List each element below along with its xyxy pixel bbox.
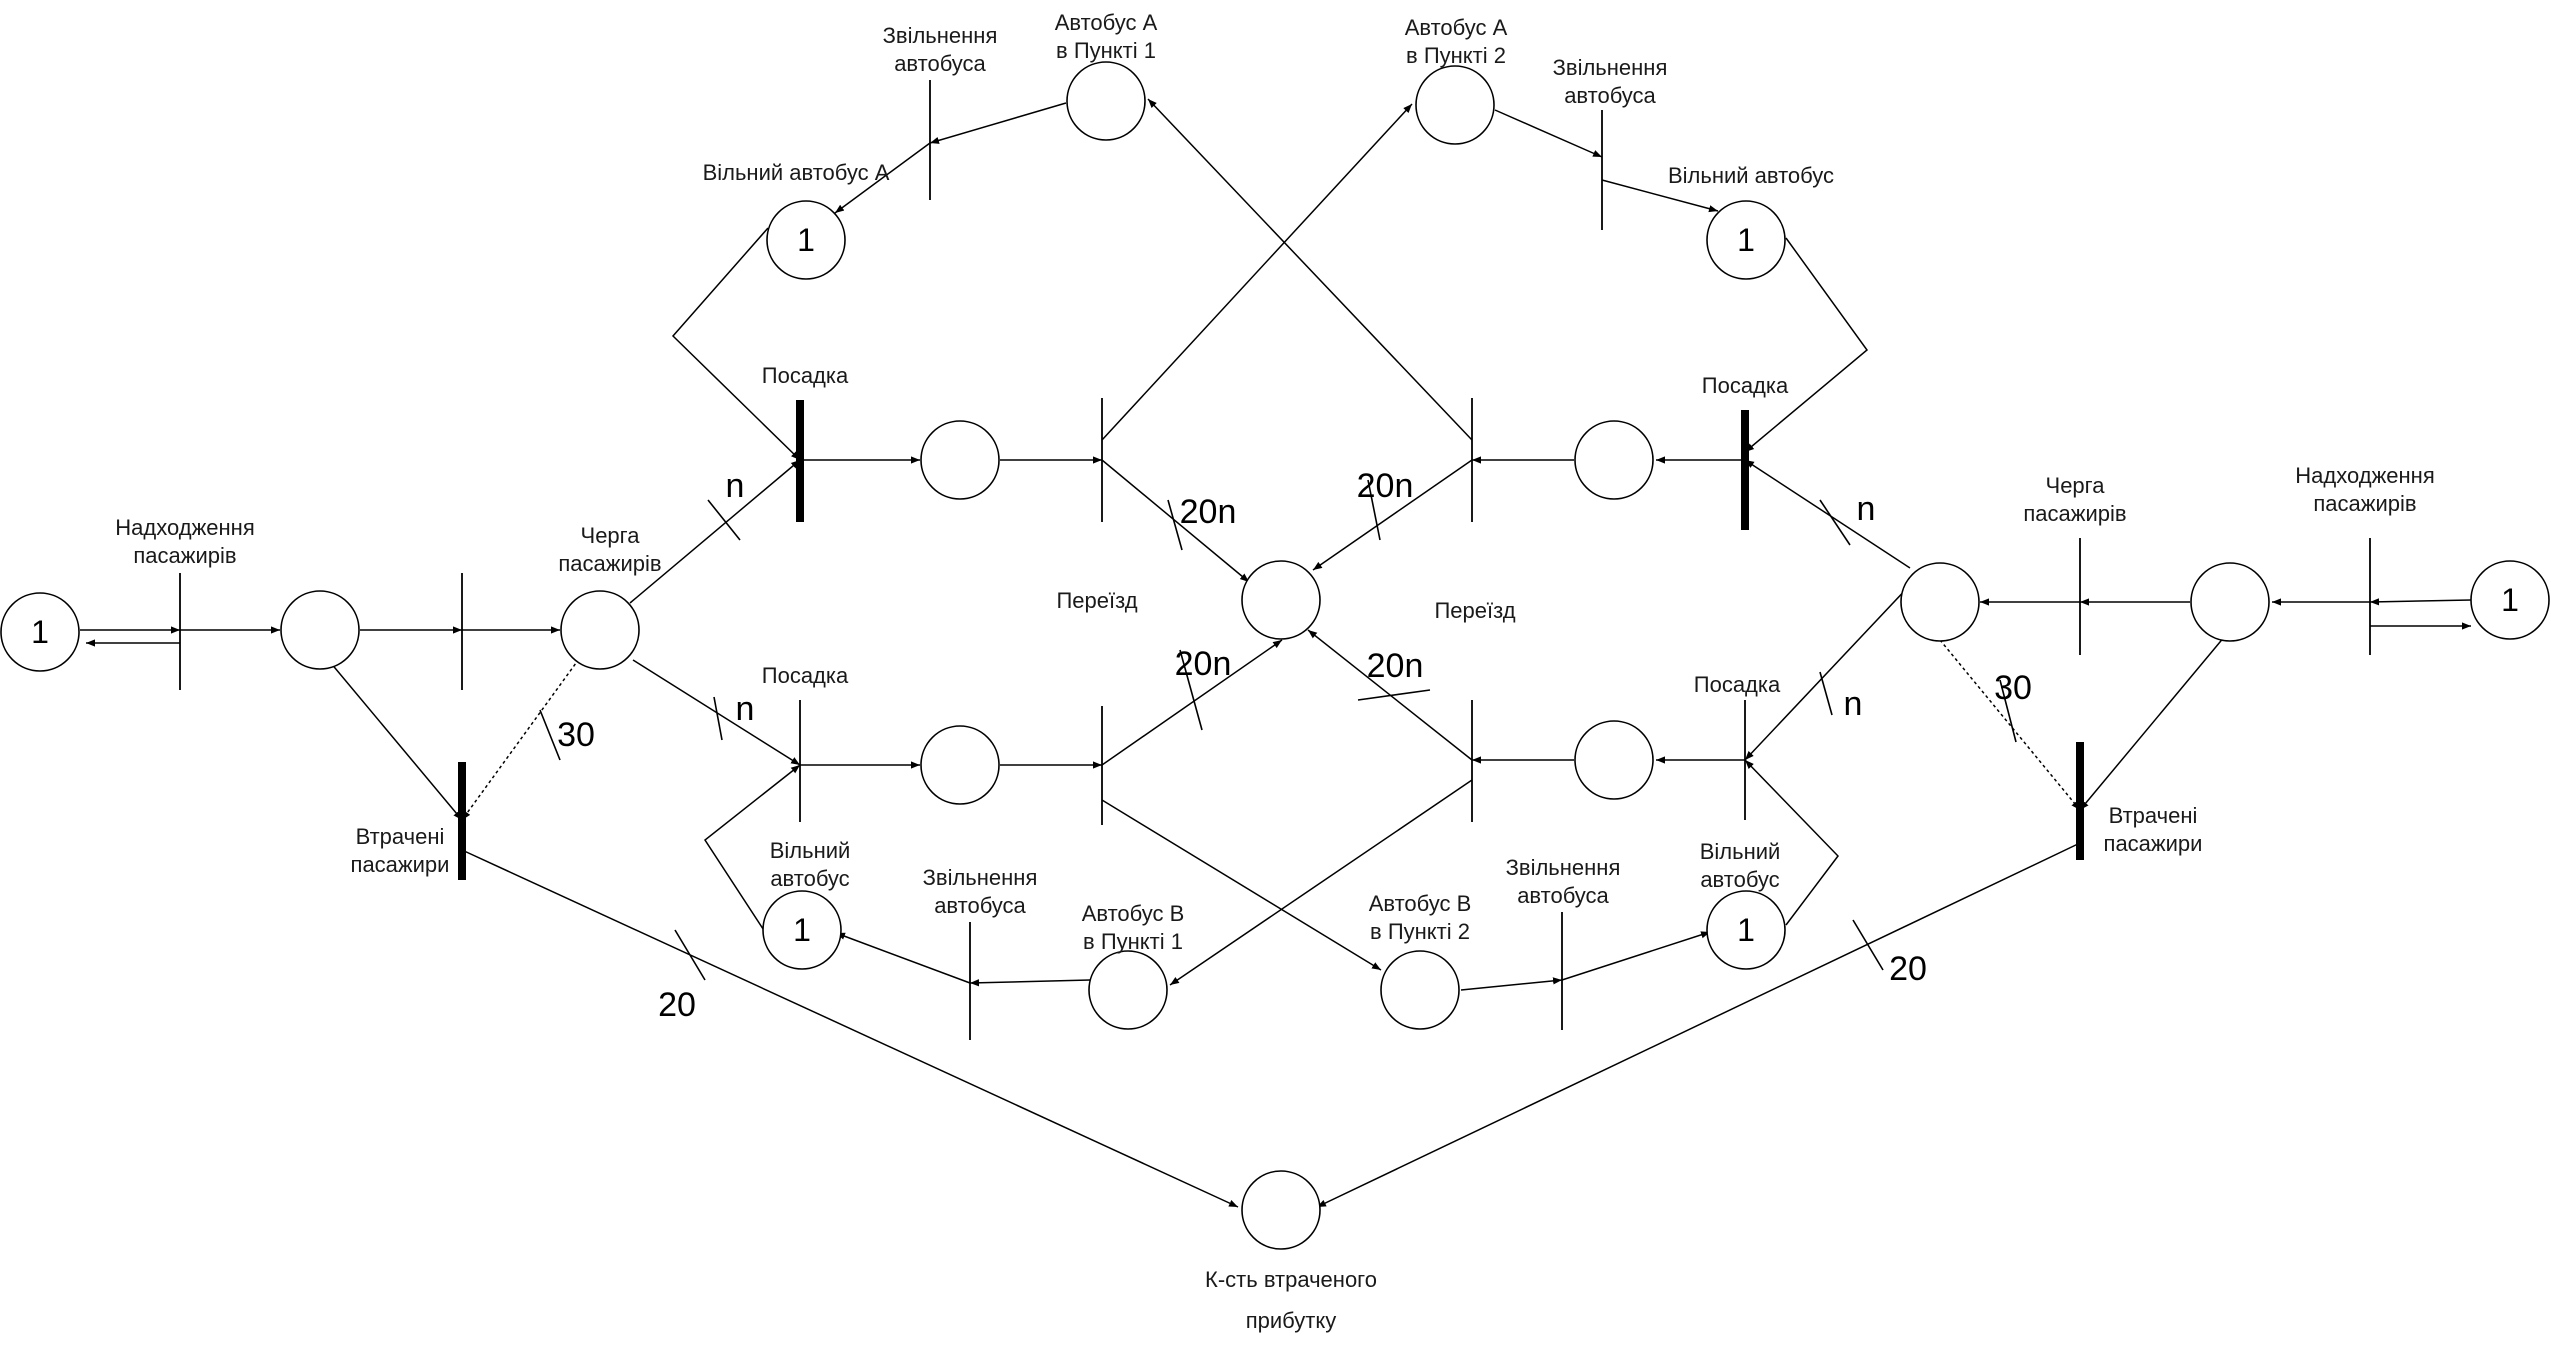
- tokens: 1 1 1 1 1 1: [31, 222, 2519, 948]
- label-boarding-bottom-right: Посадка: [1694, 672, 1781, 697]
- label-free-bus-bottom-left-2: автобус: [770, 866, 849, 891]
- place-loaded-top-left: [920, 420, 1000, 500]
- label-lost-right-1: Втрачені: [2109, 803, 2198, 828]
- label-bus-a-point2-1: Автобус А: [1405, 15, 1508, 40]
- label-queue-left-1: Черга: [581, 523, 641, 548]
- token-source-right: 1: [2501, 582, 2519, 618]
- place-free-bus-bottom-left: [762, 890, 842, 970]
- label-lost-left-1: Втрачені: [356, 824, 445, 849]
- place-source-left: [0, 592, 80, 672]
- label-arrival-right-2: пасажирів: [2313, 491, 2416, 516]
- arc-weight-ticks: [539, 479, 2017, 981]
- label-release-b-right-1: Звільнення: [1506, 855, 1621, 880]
- label-release-a-right-2: автобуса: [1564, 83, 1656, 108]
- token-source-left: 1: [31, 614, 49, 650]
- label-crossing-left: Переїзд: [1056, 588, 1137, 613]
- arc-weights: n n n n 20n 20n 20n 20n 30 30 20 20: [557, 467, 2032, 1024]
- label-queue-left-2: пасажирів: [558, 551, 661, 576]
- weight-20n-3: 20n: [1175, 645, 1232, 683]
- label-lost-profit-2: прибутку: [1246, 1308, 1337, 1333]
- label-boarding-top-left: Посадка: [762, 363, 849, 388]
- label-lost-profit-1: К-сть втраченого: [1205, 1267, 1377, 1292]
- label-queue-right-1: Черга: [2046, 473, 2106, 498]
- places: [0, 61, 2550, 1250]
- label-bus-b-point1-2: в Пункті 1: [1083, 929, 1183, 954]
- label-bus-a-point1-2: в Пункті 1: [1056, 38, 1156, 63]
- label-arrival-left-2: пасажирів: [133, 543, 236, 568]
- weight-30-left: 30: [557, 716, 595, 754]
- place-arrived-left: [280, 590, 360, 670]
- place-loaded-top-right: [1574, 420, 1654, 500]
- place-source-right: [2470, 560, 2550, 640]
- label-release-b-left-1: Звільнення: [923, 865, 1038, 890]
- label-free-bus-bottom-right-1: Вільний: [1700, 839, 1781, 864]
- place-loaded-bottom-left: [920, 725, 1000, 805]
- place-bus-a-point1: [1066, 61, 1146, 141]
- token-free-bus-top-right: 1: [1737, 222, 1755, 258]
- weight-20-right: 20: [1889, 950, 1927, 988]
- label-free-bus-bottom-left-1: Вільний: [770, 838, 851, 863]
- label-bus-b-point1-1: Автобус В: [1082, 901, 1185, 926]
- weight-n-bottom-left: n: [736, 690, 755, 728]
- place-free-bus-bottom-right: [1706, 890, 1786, 970]
- label-boarding-top-right: Посадка: [1702, 373, 1789, 398]
- place-crossing: [1241, 560, 1321, 640]
- label-bus-b-point2-2: в Пункті 2: [1370, 919, 1470, 944]
- weight-30-right: 30: [1994, 669, 2032, 707]
- weight-n-top-right: n: [1857, 490, 1876, 528]
- label-boarding-bottom-left: Посадка: [762, 663, 849, 688]
- label-bus-b-point2-1: Автобус В: [1369, 891, 1472, 916]
- label-free-bus-a: Вільний автобус А: [703, 160, 890, 185]
- arcs: [80, 98, 2472, 1208]
- place-bus-b-point2: [1380, 950, 1460, 1030]
- label-arrival-left-1: Надходження: [115, 515, 254, 540]
- weight-20n-4: 20n: [1367, 647, 1424, 685]
- label-queue-right-2: пасажирів: [2023, 501, 2126, 526]
- place-queue-left: [560, 590, 640, 670]
- place-bus-b-point1: [1088, 950, 1168, 1030]
- label-release-a-left-2: автобуса: [894, 51, 986, 76]
- label-release-b-left-2: автобуса: [934, 893, 1026, 918]
- place-bus-a-point2: [1415, 65, 1495, 145]
- place-loaded-bottom-right: [1574, 720, 1654, 800]
- place-arrived-right: [2190, 562, 2270, 642]
- token-free-bus-a: 1: [797, 222, 815, 258]
- place-lost-profit: [1241, 1170, 1321, 1250]
- labels: Надходження пасажирів Черга пасажирів Вт…: [115, 10, 2434, 1333]
- place-free-bus-top-right: [1706, 200, 1786, 280]
- token-free-bus-bottom-left: 1: [793, 912, 811, 948]
- weight-20n-1: 20n: [1180, 493, 1237, 531]
- label-free-bus-bottom-right-2: автобус: [1700, 867, 1779, 892]
- label-arrival-right-1: Надходження: [2295, 463, 2434, 488]
- place-queue-right: [1900, 562, 1980, 642]
- weight-20n-2: 20n: [1357, 467, 1414, 505]
- label-bus-a-point1-1: Автобус А: [1055, 10, 1158, 35]
- weight-n-top-left: n: [726, 467, 745, 505]
- label-free-bus-top-right: Вільний автобус: [1668, 163, 1834, 188]
- label-crossing-right: Переїзд: [1434, 598, 1515, 623]
- weight-n-bottom-right: n: [1844, 685, 1863, 723]
- label-release-a-right-1: Звільнення: [1553, 55, 1668, 80]
- label-bus-a-point2-2: в Пункті 2: [1406, 43, 1506, 68]
- label-release-a-left-1: Звільнення: [883, 23, 998, 48]
- label-release-b-right-2: автобуса: [1517, 883, 1609, 908]
- weight-20-left: 20: [658, 986, 696, 1024]
- label-lost-right-2: пасажири: [2104, 831, 2203, 856]
- place-free-bus-a: [766, 200, 846, 280]
- token-free-bus-bottom-right: 1: [1737, 912, 1755, 948]
- transitions: [179, 80, 2371, 1040]
- label-lost-left-2: пасажири: [351, 852, 450, 877]
